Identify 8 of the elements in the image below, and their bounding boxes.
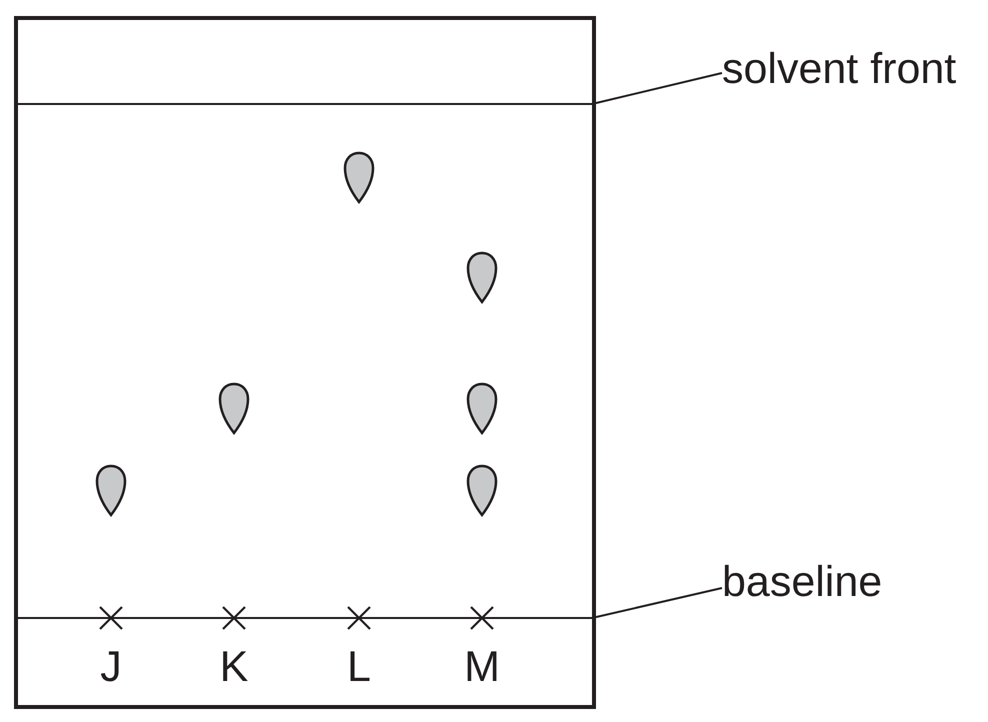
lane-label: M xyxy=(464,646,500,689)
baseline-line xyxy=(18,617,592,619)
solvent-front-line xyxy=(18,103,592,105)
lane-label: L xyxy=(347,646,371,689)
lane-label: K xyxy=(220,646,248,689)
lane-label: J xyxy=(100,646,122,689)
callout-label: baseline xyxy=(722,561,882,604)
callout-label: solvent front xyxy=(722,48,956,91)
